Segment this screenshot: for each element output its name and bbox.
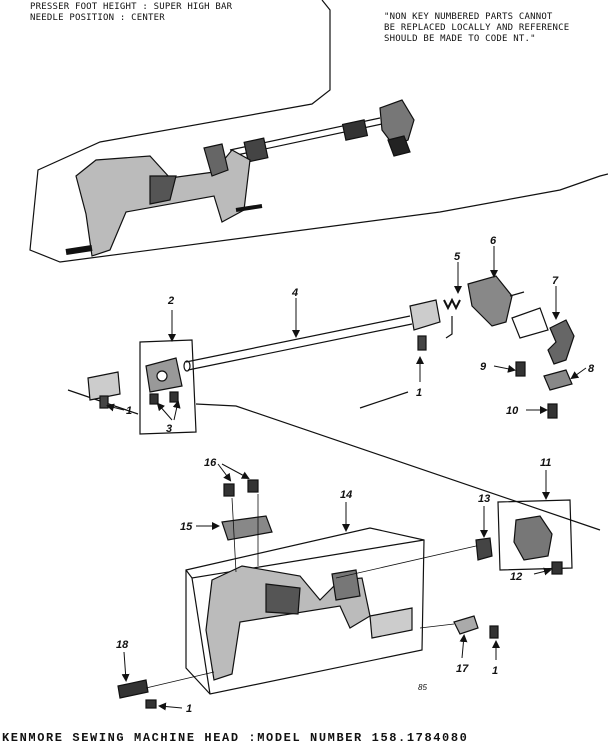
label-part-9: 9 — [480, 361, 487, 373]
label-part-4: 4 — [291, 287, 298, 299]
part-8-plate — [543, 369, 573, 391]
label-part-10: 10 — [506, 405, 519, 417]
model-number-caption: KENMORE SEWING MACHINE HEAD :MODEL NUMBE… — [2, 731, 469, 745]
part-labels: 2 4 5 6 7 8 9 10 1 1 3 16 15 14 13 11 12… — [116, 235, 595, 715]
note-line-2: BE REPLACED LOCALLY AND REFERENCE — [384, 23, 570, 33]
part-6-outline — [511, 307, 549, 339]
leader-16a — [217, 463, 232, 482]
shaft-assembly — [67, 275, 601, 531]
left-bushing-screw — [99, 395, 109, 409]
leader-arrows — [106, 246, 587, 711]
shaft-rod — [185, 315, 413, 371]
label-part-8: 8 — [588, 363, 595, 375]
assembled-head-view — [29, 0, 608, 263]
leader-1-left — [106, 403, 125, 412]
part-14-frame-cam — [331, 569, 361, 601]
top-screw — [65, 245, 93, 255]
label-part-5: 5 — [454, 251, 461, 263]
part-10-screw — [547, 403, 558, 419]
part-6-bracket — [467, 275, 513, 327]
leader-16b — [221, 463, 250, 479]
label-part-11: 11 — [540, 457, 551, 469]
part-6-tab — [509, 291, 525, 297]
right-bushing-screw — [417, 335, 427, 351]
label-part-18: 18 — [116, 639, 129, 651]
top-bracket — [379, 99, 415, 147]
top-frame-plate — [149, 175, 177, 205]
label-part-17: 17 — [456, 663, 469, 675]
note-line-3: SHOULD BE MADE TO CODE NT." — [384, 34, 536, 44]
part-17-pin — [453, 615, 479, 635]
part-3-screw-a — [149, 393, 159, 405]
part-5-spring — [443, 297, 461, 311]
label-part-6: 6 — [490, 235, 497, 247]
label-part-12: 12 — [510, 571, 522, 583]
label-part-7: 7 — [552, 275, 559, 287]
part-14-frame — [205, 565, 371, 681]
part-5-wire — [445, 316, 453, 339]
label-part-15: 15 — [180, 521, 193, 533]
alignment-lines — [145, 494, 477, 689]
part-16-screw-b — [247, 479, 259, 493]
top-frame-cam — [203, 143, 229, 177]
label-part-13: 13 — [478, 493, 490, 505]
label-part-3: 3 — [166, 423, 172, 435]
shaft-ground-lines — [67, 389, 601, 531]
label-part-1-bottom: 1 — [492, 665, 498, 677]
machine-settings: PRESSER FOOT HEIGHT : SUPER HIGH BAR NEE… — [30, 2, 232, 24]
leader-9 — [493, 364, 516, 373]
frame-assembly — [117, 479, 573, 709]
top-view-outline — [29, 0, 608, 263]
part-14-frame-plate — [265, 583, 301, 615]
top-collar — [243, 137, 269, 163]
part-1-screw-right — [489, 625, 499, 639]
leader-12 — [533, 567, 552, 576]
top-bushing — [341, 119, 369, 141]
presser-foot-line: PRESSER FOOT HEIGHT : SUPER HIGH BAR — [30, 2, 233, 12]
top-rod-end — [235, 204, 263, 212]
part-18-screw — [117, 679, 149, 699]
part-13-block — [475, 537, 493, 561]
part-2-bore — [156, 370, 168, 382]
part-12-screw — [551, 561, 563, 575]
part-9-screw — [515, 361, 526, 377]
part-14-rod — [369, 607, 413, 639]
label-part-2: 2 — [167, 295, 174, 307]
part-14-box-edge — [185, 539, 425, 695]
leader-8 — [570, 367, 587, 380]
replacement-note: "NON KEY NUMBERED PARTS CANNOT BE REPLAC… — [384, 12, 569, 45]
label-part-16: 16 — [204, 457, 217, 469]
part-7-lever — [547, 319, 575, 365]
part-3-screw-b — [169, 391, 179, 403]
needle-position-line: NEEDLE POSITION : CENTER — [30, 13, 165, 23]
part-11-bracket — [513, 515, 553, 561]
note-line-1: "NON KEY NUMBERED PARTS CANNOT — [384, 12, 553, 22]
left-bushing — [87, 371, 121, 401]
leader-17 — [459, 634, 468, 659]
part-11-box — [497, 499, 573, 571]
part-15-plate — [221, 515, 273, 541]
label-part-1-lower-left: 1 — [186, 703, 192, 715]
part-14-box-outline — [185, 527, 425, 695]
leader-3a — [156, 402, 173, 421]
right-bushing — [409, 299, 441, 331]
page-mark: 85 — [418, 683, 427, 692]
leader-1-lower-left — [158, 702, 183, 711]
leader-3b — [172, 400, 181, 421]
label-part-14: 14 — [340, 489, 352, 501]
part-16-screw-a — [223, 483, 235, 497]
leader-18 — [121, 651, 130, 682]
shaft-end — [183, 360, 191, 372]
part-1-screw-left — [145, 699, 157, 709]
label-part-1-middle: 1 — [416, 387, 422, 399]
top-bracket-foot — [387, 135, 411, 157]
label-part-1-left: 1 — [126, 405, 132, 417]
